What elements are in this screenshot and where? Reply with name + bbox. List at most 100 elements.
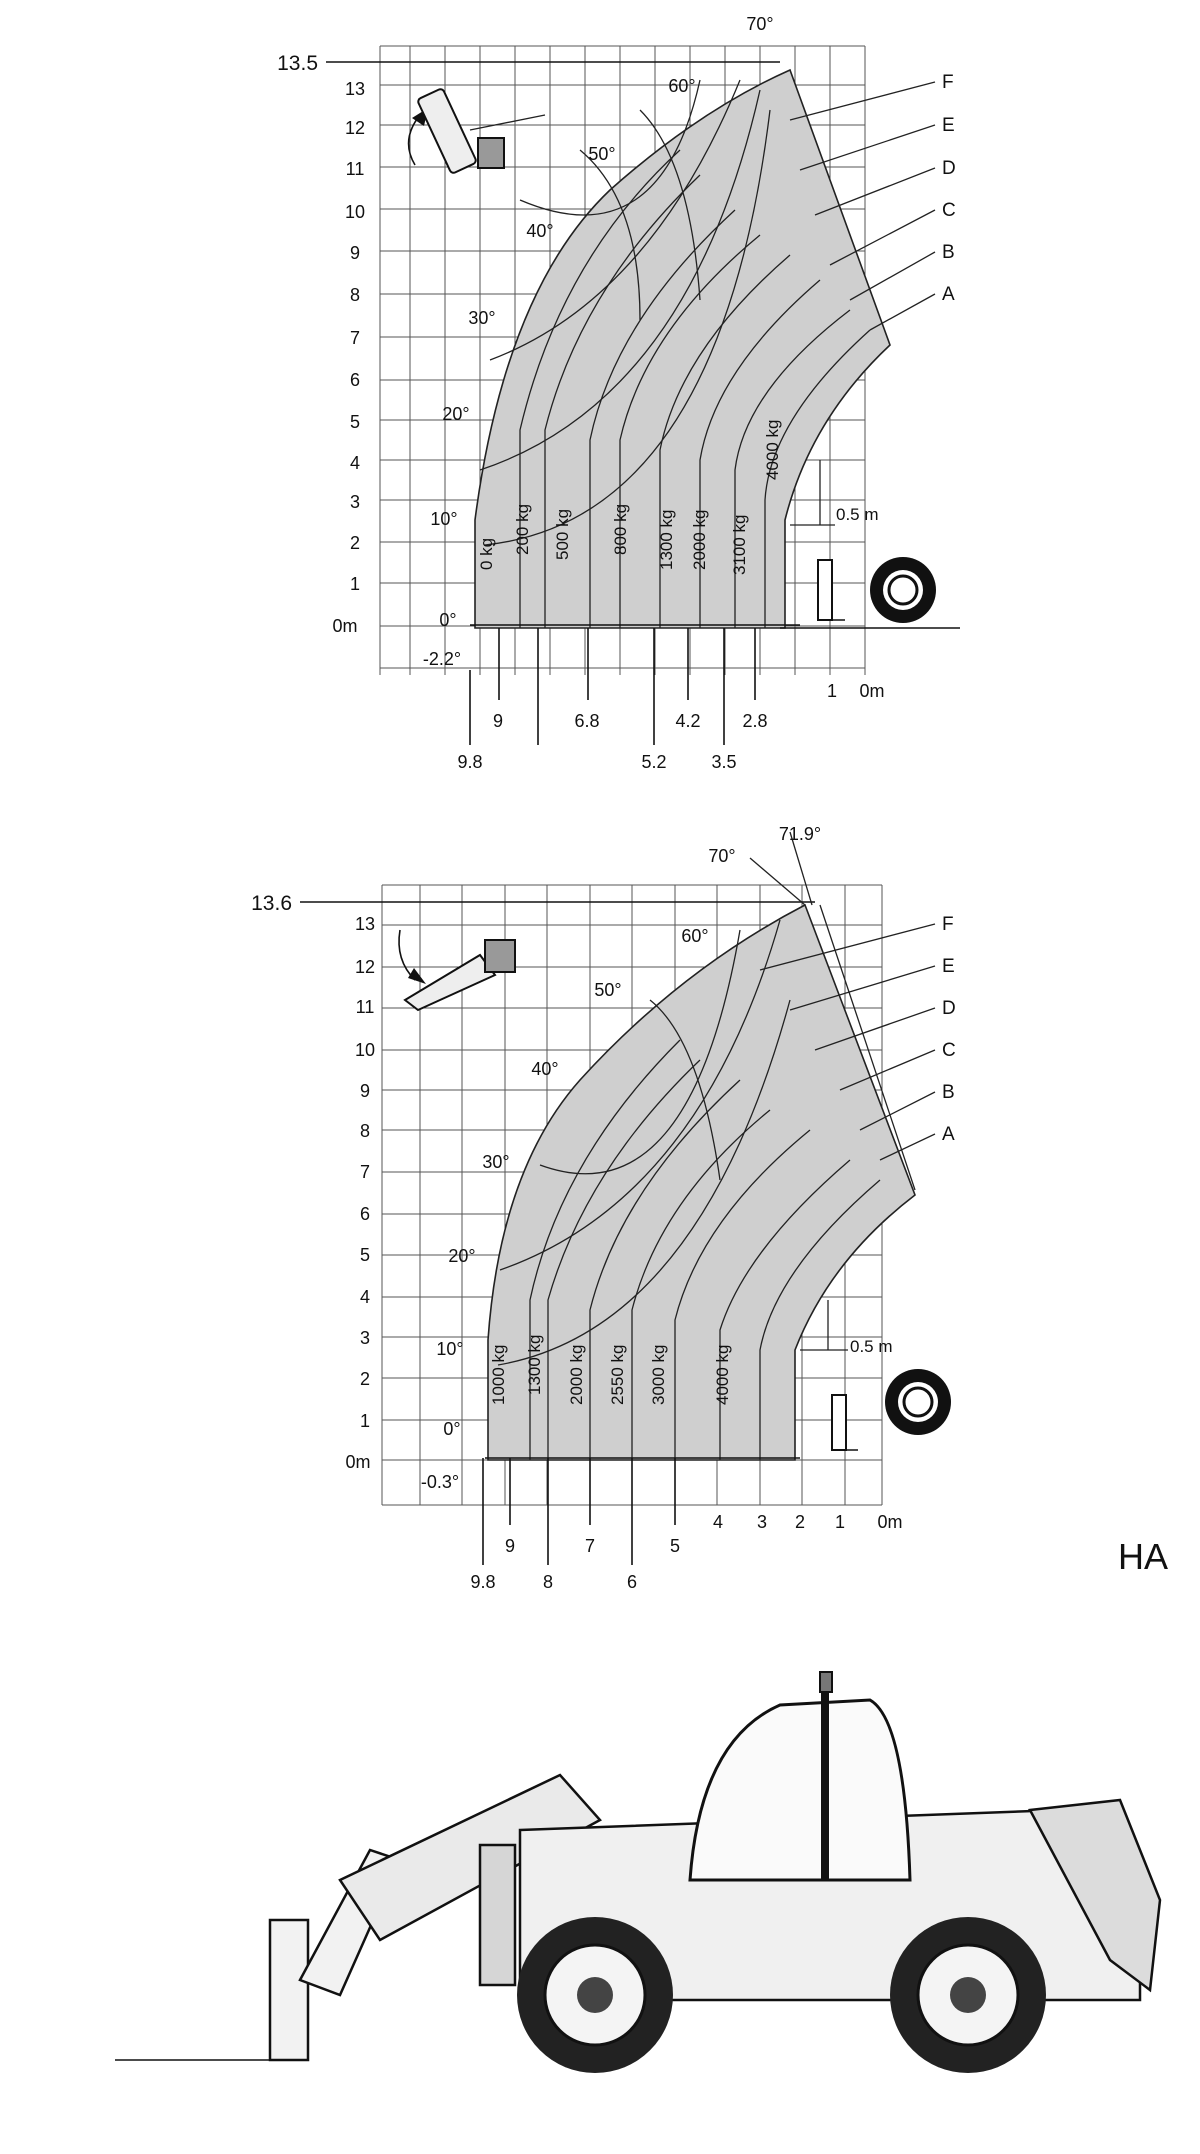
x-label: 3.5 xyxy=(711,752,736,772)
angle-label: 60° xyxy=(668,76,695,96)
chart-2-zone-leaders: F E D C B A xyxy=(759,914,956,1161)
chart-2-angle-labels: 70° 71.9° 60° 50° 40° 30° 20° 10° 0° -0.… xyxy=(421,824,821,1492)
chart-1-zone-leaders: F E D C B A xyxy=(789,72,956,331)
fork-carriage xyxy=(268,1918,310,2062)
x-label: 0m xyxy=(859,681,884,701)
angle-label: 0° xyxy=(443,1419,460,1439)
chart-1-clearance: 0.5 m xyxy=(780,460,960,629)
load-label: 1300 kg xyxy=(657,510,676,571)
max-height-label-1: 13.5 xyxy=(277,52,318,75)
zone-label-d: D xyxy=(942,158,956,179)
zone-label-e: E xyxy=(942,956,955,977)
chart-2-x-labels: 9 7 5 4 3 2 1 0m 9.8 8 6 xyxy=(470,1512,902,1592)
hydraulic-cylinder xyxy=(478,1843,517,1987)
zone-label-a: A xyxy=(942,1124,955,1145)
y-tick: 11 xyxy=(356,997,375,1017)
x-label: 8 xyxy=(543,1572,553,1592)
angle-label: 30° xyxy=(482,1152,509,1172)
load-label: 500 kg xyxy=(553,509,572,560)
angle-label: -2.2° xyxy=(423,649,461,669)
boom-arm xyxy=(338,1773,602,1942)
max-height-label-2: 13.6 xyxy=(251,892,292,915)
chart-1-load-labels: 0 kg 200 kg 500 kg 800 kg 1300 kg 2000 k… xyxy=(477,420,782,576)
zone-label-a: A xyxy=(942,284,955,305)
y-tick: 6 xyxy=(360,1204,370,1224)
load-label: 200 kg xyxy=(513,504,532,555)
chart-1-y-ticks: 13 12 11 10 9 8 7 6 5 4 3 2 1 0m xyxy=(332,79,365,636)
zone-label-e: E xyxy=(942,115,955,136)
y-tick: 3 xyxy=(360,1328,370,1348)
y-tick: 0m xyxy=(332,616,357,636)
y-tick: 6 xyxy=(350,370,360,390)
load-label: 3000 kg xyxy=(649,1345,668,1406)
angle-label: 70° xyxy=(746,14,773,34)
x-label: 4.2 xyxy=(675,711,700,731)
x-label: 2.8 xyxy=(742,711,767,731)
angle-label: -0.3° xyxy=(421,1472,459,1492)
y-tick: 5 xyxy=(350,412,360,432)
wheel-icon-1 xyxy=(870,557,936,623)
load-envelope-2 xyxy=(487,903,916,1461)
chart-2-verticals xyxy=(482,1458,676,1565)
y-tick: 11 xyxy=(346,159,365,179)
angle-label: 20° xyxy=(442,404,469,424)
chart-2-forks xyxy=(831,1394,858,1451)
y-tick: 9 xyxy=(360,1081,370,1101)
beacon-light xyxy=(819,1671,833,1693)
x-label: 9.8 xyxy=(457,752,482,772)
y-tick: 9 xyxy=(350,243,360,263)
y-tick: 4 xyxy=(360,1287,370,1307)
chart-1-forks xyxy=(817,559,845,621)
wheel-icon-2 xyxy=(885,1369,951,1435)
y-tick: 10 xyxy=(355,1040,375,1060)
rear-wheel xyxy=(890,1917,1046,2073)
y-tick: 0m xyxy=(345,1452,370,1472)
chart-1-verticals xyxy=(469,628,756,745)
x-label: 3 xyxy=(757,1512,767,1532)
angle-label: 0° xyxy=(439,610,456,630)
y-tick: 1 xyxy=(350,574,360,594)
zone-label-c: C xyxy=(942,200,956,221)
chart-2-clearance: 0.5 m xyxy=(800,1300,893,1356)
load-label: 4000 kg xyxy=(763,420,782,481)
x-label: 6.8 xyxy=(574,711,599,731)
load-chart-1: 13.5 13 12 11 10 9 8 7 6 5 4 3 2 1 0m xyxy=(277,14,960,772)
angle-label: 40° xyxy=(531,1059,558,1079)
load-label: 4000 kg xyxy=(713,1345,732,1406)
zone-label-b: B xyxy=(942,1082,955,1103)
load-label: 2000 kg xyxy=(690,510,709,571)
x-label: 1 xyxy=(827,681,837,701)
angle-label: 50° xyxy=(594,980,621,1000)
y-tick: 12 xyxy=(345,118,365,138)
y-tick: 8 xyxy=(360,1121,370,1141)
chart-1-angle-labels: 70° 60° 50° 40° 30° 20° 10° 0° -2.2° xyxy=(423,14,774,669)
load-label: 2000 kg xyxy=(567,1345,586,1406)
angle-label: 50° xyxy=(588,144,615,164)
y-tick: 13 xyxy=(355,914,375,934)
chart-1-x-labels: 9 6.8 4.2 2.8 1 0m 9.8 5.2 3.5 xyxy=(457,681,884,772)
zone-label-b: B xyxy=(942,242,955,263)
load-label: 3100 kg xyxy=(730,515,749,576)
zone-label-f: F xyxy=(942,72,954,93)
y-tick: 12 xyxy=(355,957,375,977)
x-label: 5 xyxy=(670,1536,680,1556)
rear-counterweight xyxy=(1028,1798,1162,1993)
y-tick: 3 xyxy=(350,492,360,512)
front-wheel xyxy=(517,1917,673,2073)
zone-label-c: C xyxy=(942,1040,956,1061)
clearance-label-1: 0.5 m xyxy=(836,505,879,524)
y-tick: 13 xyxy=(345,79,365,99)
x-label: 1 xyxy=(835,1512,845,1532)
chart-2-load-labels: 1000 kg 1300 kg 2000 kg 2550 kg 3000 kg … xyxy=(489,1335,732,1406)
chart-2-envelope xyxy=(485,831,916,1461)
y-tick: 5 xyxy=(360,1245,370,1265)
load-envelope-1 xyxy=(474,68,891,629)
zone-label-d: D xyxy=(942,998,956,1019)
y-tick: 7 xyxy=(360,1162,370,1182)
angle-label: 10° xyxy=(436,1339,463,1359)
angle-label: 10° xyxy=(430,509,457,529)
zone-label-f: F xyxy=(942,914,954,935)
boom-rotate-icon-1 xyxy=(407,88,505,174)
angle-label: 70° xyxy=(708,846,735,866)
x-label: 9 xyxy=(505,1536,515,1556)
